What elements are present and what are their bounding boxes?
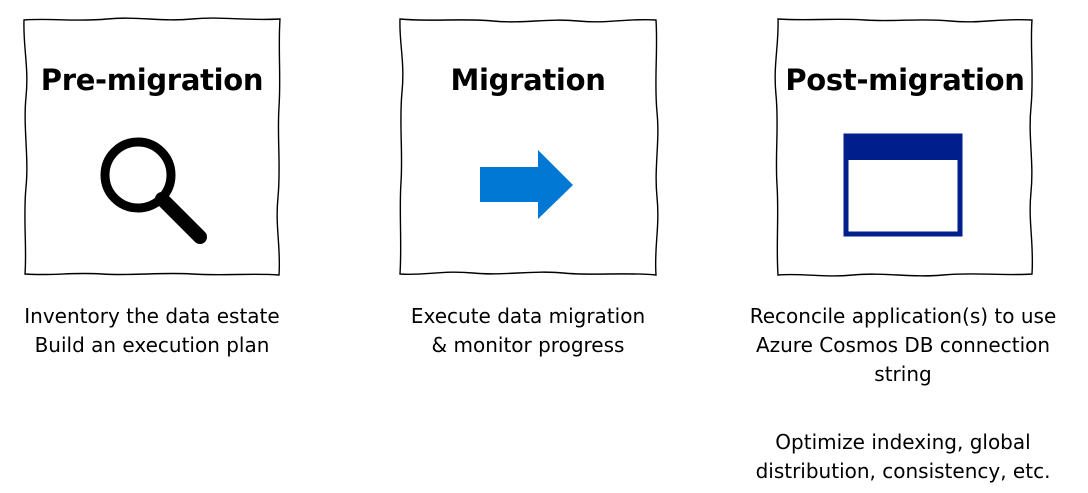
migration-caption: Execute data migration & monitor progres… — [388, 302, 668, 360]
pre-migration-box: Pre-migration — [22, 17, 282, 277]
sketch-frame — [399, 18, 659, 276]
post-migration-box: Post-migration — [774, 17, 1035, 277]
caption-line: Reconcile application(s) to use — [749, 304, 1057, 328]
migration-box: Migration — [398, 17, 659, 277]
stage-title: Pre-migration — [40, 63, 264, 97]
caption-line: & monitor progress — [431, 333, 625, 357]
magnifier-icon — [100, 137, 207, 244]
sketch-frame — [23, 17, 281, 276]
pre-migration-caption: Inventory the data estate Build an execu… — [12, 302, 292, 360]
post-migration-caption-extra: Optimize indexing, global distribution, … — [738, 428, 1068, 486]
caption-line: string — [874, 362, 932, 386]
caption-line: distribution, consistency, etc. — [755, 459, 1051, 483]
caption-line: Azure Cosmos DB connection — [755, 333, 1051, 357]
caption-line: Optimize indexing, global — [775, 430, 1031, 454]
stage-title: Post-migration — [785, 63, 1025, 97]
stage-title: Migration — [450, 63, 606, 97]
caption-line: Inventory the data estate — [24, 304, 280, 328]
caption-line: Build an execution plan — [34, 333, 270, 357]
arrow-right-icon — [480, 150, 573, 219]
window-icon — [843, 133, 963, 237]
sketch-frame — [774, 18, 1034, 277]
post-migration-caption: Reconcile application(s) to use Azure Co… — [738, 302, 1068, 389]
caption-line: Execute data migration — [410, 304, 646, 328]
